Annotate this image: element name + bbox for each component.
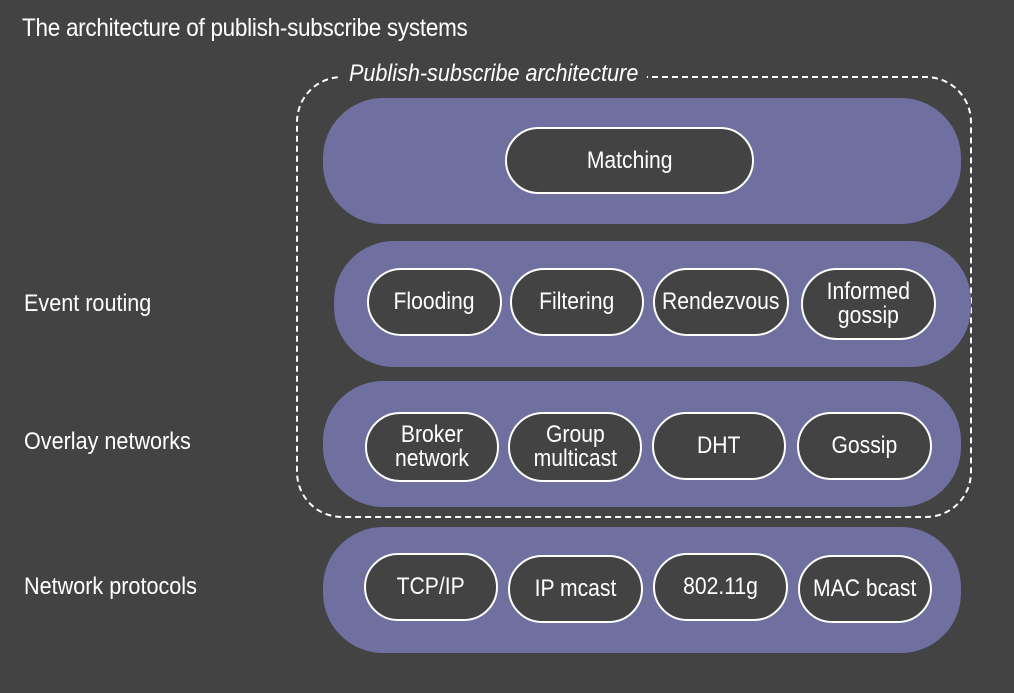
rendezvous-node: Rendezvous (653, 268, 789, 336)
gossip-node: Gossip (797, 412, 932, 480)
overlay-networks-label: Overlay networks (24, 428, 191, 455)
group-multicast-node: Group multicast (508, 412, 642, 482)
ip-mcast-node: IP mcast (508, 555, 643, 623)
informed-gossip-node: Informed gossip (801, 268, 936, 340)
diagram-title: The architecture of publish-subscribe sy… (22, 14, 468, 42)
matching-node: Matching (505, 127, 754, 194)
tcp-ip-node: TCP/IP (364, 553, 498, 621)
network-protocols-label: Network protocols (24, 573, 197, 600)
mac-bcast-node: MAC bcast (798, 555, 932, 623)
flooding-node: Flooding (367, 268, 502, 336)
802-11g-node: 802.11g (653, 553, 788, 621)
filtering-node: Filtering (510, 268, 644, 336)
event-routing-label: Event routing (24, 290, 152, 317)
broker-network-node: Broker network (365, 412, 499, 482)
dht-node: DHT (652, 412, 786, 480)
pubsub-architecture-label: Publish-subscribe architecture (340, 60, 648, 88)
